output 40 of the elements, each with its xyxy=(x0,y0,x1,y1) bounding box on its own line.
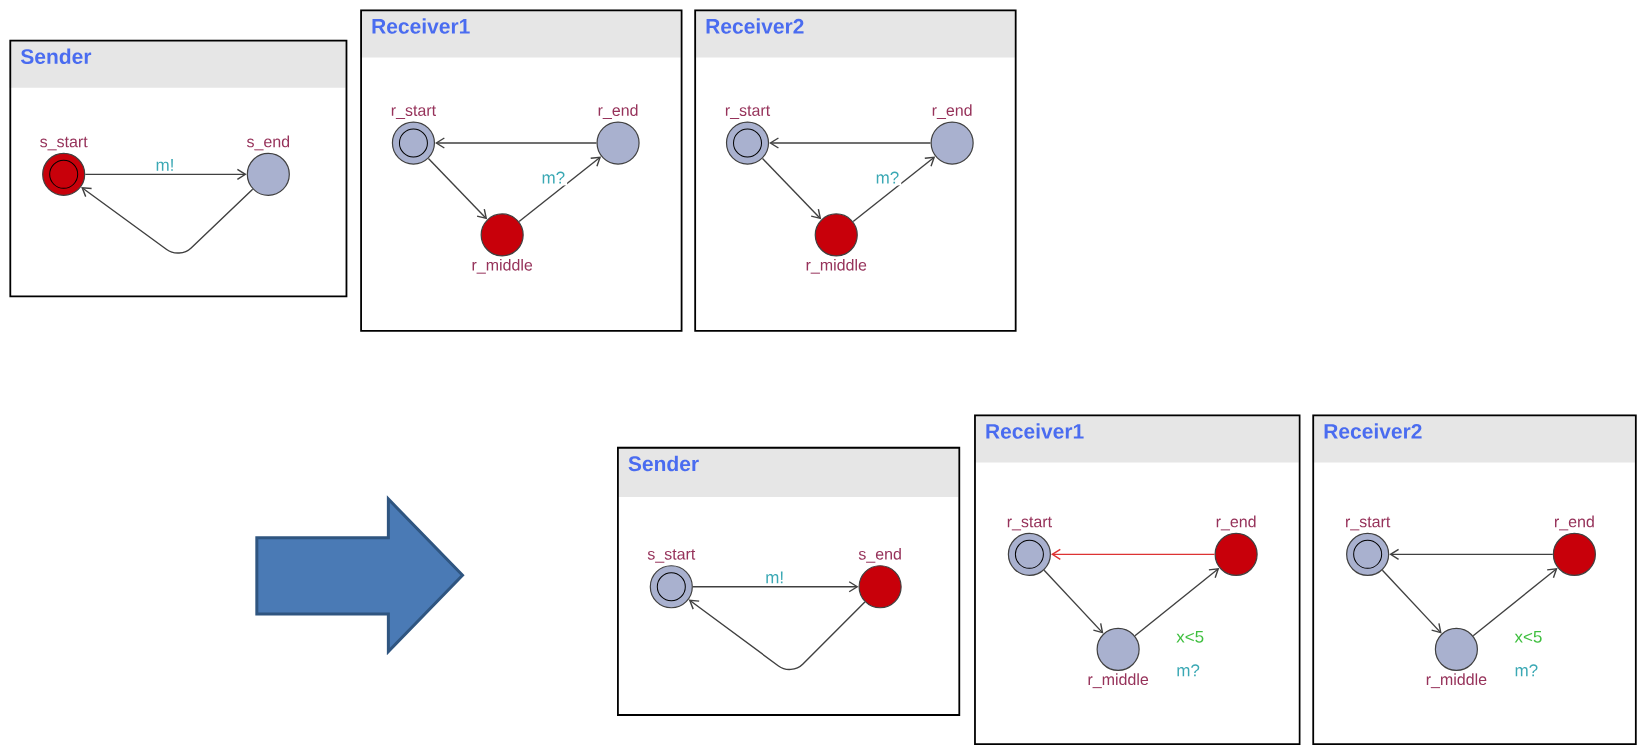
node-label: r_middle xyxy=(1088,673,1149,688)
edge-label: m! xyxy=(766,571,783,583)
transition-arrow xyxy=(427,157,488,220)
node-label: r_middle xyxy=(1426,673,1487,688)
node-label: s_end xyxy=(858,547,901,563)
edge-label: m? xyxy=(542,171,565,184)
transition-arrow xyxy=(1043,569,1104,634)
node-label: r_end xyxy=(1216,515,1256,531)
node-label: r_start xyxy=(725,105,771,119)
node-label: r_start xyxy=(1346,516,1391,531)
transition-arrow xyxy=(435,137,598,149)
node-label: r_middle xyxy=(472,258,533,274)
node-label: s_start xyxy=(40,136,88,151)
node-label: r_end xyxy=(932,104,972,119)
transition-arrow xyxy=(84,168,247,180)
transition-arrow xyxy=(1051,548,1216,560)
transition-arrow xyxy=(1389,548,1554,560)
edge-label: x<5 xyxy=(1176,630,1204,643)
node-label: s_end xyxy=(246,135,290,151)
transition-arrow xyxy=(81,186,254,254)
transition-arrow xyxy=(852,156,936,222)
node-label: r_start xyxy=(391,105,436,119)
transition-arrow xyxy=(1381,569,1442,634)
node-label: r_start xyxy=(1007,516,1052,531)
edge-label: x<5 xyxy=(1514,630,1542,643)
transition-arrow xyxy=(1134,567,1220,637)
transition-arrow xyxy=(769,137,932,149)
sync-label: m? xyxy=(1177,664,1200,676)
transition-arrow xyxy=(518,156,602,222)
transition-arrow xyxy=(761,157,822,220)
sync-label: m? xyxy=(1515,664,1538,676)
transition-arrow xyxy=(688,599,866,670)
node-label: r_end xyxy=(598,104,638,119)
edge-label: m? xyxy=(876,171,899,184)
transition-arrow xyxy=(1472,567,1558,637)
node-label: r_end xyxy=(1554,515,1594,531)
node-label: s_start xyxy=(647,549,696,563)
edge-label: m! xyxy=(156,158,173,171)
transition-arrow xyxy=(692,580,859,593)
node-label: r_middle xyxy=(806,258,867,274)
